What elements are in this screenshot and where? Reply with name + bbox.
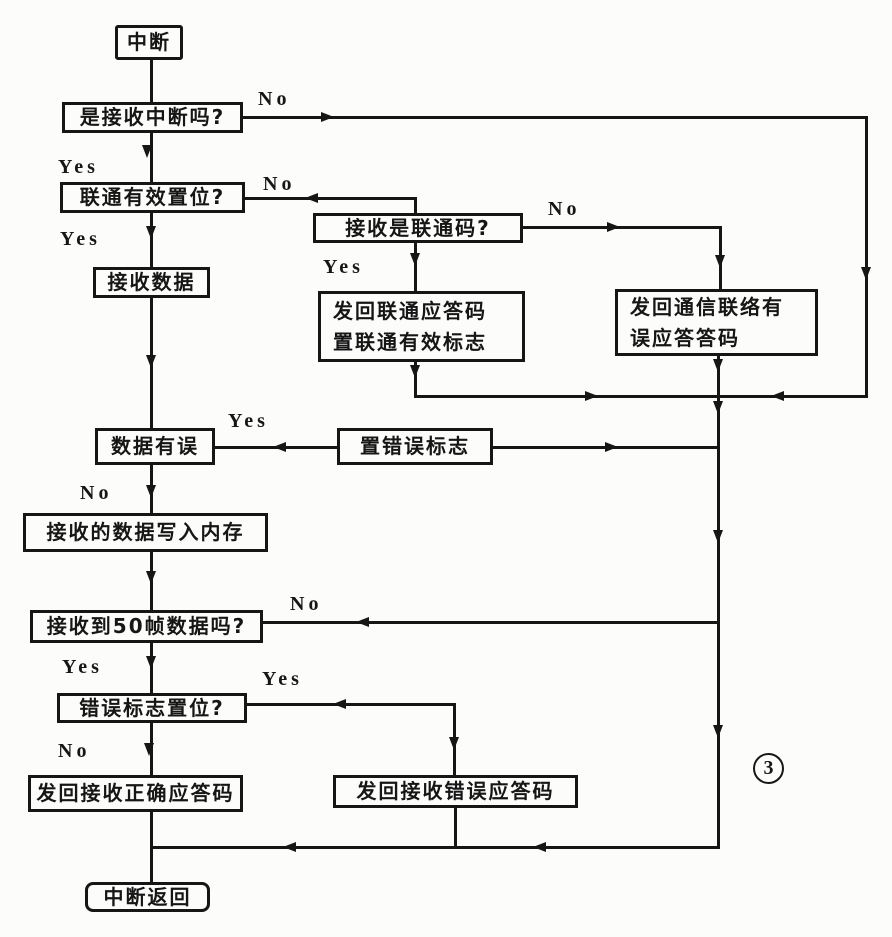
flow-node-error-flag-set: 错误标志置位? xyxy=(57,693,247,723)
edge-label-yes-link-valid-set: Yes xyxy=(60,228,101,250)
edge-error-ack-to-bottom-segment xyxy=(454,807,457,849)
arrowhead-down-icon xyxy=(449,737,459,750)
edge-error-flag-set-yes-segment xyxy=(246,703,456,706)
arrowhead-down-icon xyxy=(146,656,156,669)
edge-label-no-is-receive-interrupt: No xyxy=(258,88,291,110)
flow-node-receive-data: 接收数据 xyxy=(93,267,210,298)
edge-send-link-ack-out-segment xyxy=(414,361,417,398)
flow-node-send-correct-ack-text: 发回接收正确应答码 xyxy=(36,781,235,805)
edge-label-yes-data-has-error: Yes xyxy=(228,410,269,432)
edge-received-50-frames-no-segment xyxy=(262,621,720,624)
flow-node-set-error-flag: 置错误标志 xyxy=(337,428,493,465)
flow-node-is-receive-interrupt: 是接收中断吗? xyxy=(62,102,243,133)
flow-node-data-has-error-text: 数据有误 xyxy=(111,434,199,458)
edge-label-no-error-flag-set: No xyxy=(58,740,91,762)
arrowhead-down-icon xyxy=(713,401,723,414)
arrowhead-right-icon xyxy=(605,442,618,452)
edge-is-link-code-no-segment xyxy=(522,226,722,229)
edge-is-link-code-yes-segment xyxy=(414,242,417,293)
edge-label-yes-error-flag-set: Yes xyxy=(262,668,303,690)
flow-node-write-data-to-memory: 接收的数据写入内存 xyxy=(23,513,268,552)
edge-is-receive-interrupt-no-segment xyxy=(720,395,868,398)
flow-node-interrupt-return-text: 中断返回 xyxy=(103,884,192,909)
flow-node-received-50-frames: 接收到50帧数据吗? xyxy=(30,610,263,643)
edge-label-yes-is-link-code: Yes xyxy=(323,256,364,278)
edge-label-no-link-valid-set: No xyxy=(263,173,296,195)
flow-node-is-link-code: 接收是联通码? xyxy=(313,213,523,243)
arrowhead-left-icon xyxy=(273,442,286,452)
edge-link-valid-set-no-segment xyxy=(244,197,417,200)
edge-link-valid-set-yes-segment xyxy=(150,212,153,269)
edge-link-valid-set-no-segment xyxy=(414,197,417,215)
arrowhead-down-icon xyxy=(410,253,420,266)
flow-node-link-valid-set-text: 联通有效置位? xyxy=(79,185,226,209)
arrowhead-down-icon xyxy=(713,359,723,372)
edge-label-no-received-50-frames: No xyxy=(290,593,323,615)
flow-node-send-error-ack: 发回接收错误应答码 xyxy=(333,775,578,808)
edge-is-receive-interrupt-no-segment xyxy=(242,116,868,119)
circled-ref-number-text: 3 xyxy=(763,757,774,779)
flow-node-send-error-ack-text: 发回接收错误应答码 xyxy=(356,779,555,803)
edge-label-yes-is-receive-interrupt: Yes xyxy=(58,156,99,178)
flow-node-send-comm-error-ack-text: 误应答答码 xyxy=(630,325,740,350)
edge-label-yes-received-50-frames: Yes xyxy=(62,656,103,678)
flow-node-link-valid-set: 联通有效置位? xyxy=(60,182,245,213)
arrowhead-down-icon xyxy=(713,725,723,738)
flow-node-is-receive-interrupt-text: 是接收中断吗? xyxy=(79,105,226,129)
edge-label-no-is-link-code: No xyxy=(548,198,581,220)
arrowhead-down-icon xyxy=(146,226,156,239)
edge-is-receive-interrupt-yes-segment xyxy=(150,132,153,184)
edge-correct-ack-to-return-segment xyxy=(150,811,153,884)
flow-node-received-50-frames-text: 接收到50帧数据吗? xyxy=(46,614,247,638)
flow-node-interrupt-return: 中断返回 xyxy=(85,882,210,912)
arrowhead-left-icon xyxy=(771,391,784,401)
arrowhead-left-icon xyxy=(283,842,296,852)
edge-start-to-is-receive-interrupt-segment xyxy=(150,59,153,104)
edge-right-collector-segment xyxy=(150,846,720,849)
edge-label-no-data-has-error: No xyxy=(80,482,113,504)
arrowhead-right-icon xyxy=(321,112,334,122)
arrowhead-left-icon xyxy=(333,699,346,709)
flow-node-set-error-flag-text: 置错误标志 xyxy=(360,434,470,458)
flow-node-send-comm-error-ack-text: 发回通信联络有 xyxy=(630,294,784,319)
flow-node-receive-data-text: 接收数据 xyxy=(107,270,196,294)
flow-node-send-correct-ack: 发回接收正确应答码 xyxy=(28,775,243,812)
arrowhead-down-icon xyxy=(861,267,871,280)
arrowhead-down-icon xyxy=(715,255,725,268)
arrowhead-left-icon xyxy=(356,617,369,627)
flow-node-send-link-ack-text: 置联通有效标志 xyxy=(333,329,487,354)
arrowhead-down-icon xyxy=(146,485,156,498)
flow-node-is-link-code-text: 接收是联通码? xyxy=(345,215,491,240)
arrowhead-down-icon xyxy=(146,355,156,368)
arrowhead-right-icon xyxy=(607,222,620,232)
flow-node-interrupt-start-text: 中断 xyxy=(127,30,171,54)
arrowhead-left-icon xyxy=(533,842,546,852)
flow-node-write-data-to-memory-text: 接收的数据写入内存 xyxy=(46,520,245,544)
edge-right-collector-segment xyxy=(717,355,720,849)
arrowhead-down-icon xyxy=(713,530,723,543)
flow-node-send-link-ack-text: 发回联通应答码 xyxy=(333,298,487,323)
edge-send-link-ack-out-segment xyxy=(414,395,720,398)
arrowhead-down-icon xyxy=(410,365,420,378)
flow-node-data-has-error: 数据有误 xyxy=(95,428,215,465)
arrowhead-down-icon xyxy=(146,571,156,584)
flow-node-error-flag-set-text: 错误标志置位? xyxy=(79,695,225,720)
circled-ref-number: 3 xyxy=(753,753,784,784)
arrowhead-left-icon xyxy=(305,193,318,203)
flow-node-send-link-ack: 发回联通应答码置联通有效标志 xyxy=(318,291,525,362)
flow-node-send-comm-error-ack: 发回通信联络有误应答答码 xyxy=(615,289,818,356)
arrowhead-down-icon xyxy=(142,145,152,158)
arrowhead-right-icon xyxy=(585,391,598,401)
flow-node-interrupt-start: 中断 xyxy=(115,25,183,60)
arrowhead-down-icon xyxy=(144,743,154,756)
edge-is-receive-interrupt-no-segment xyxy=(865,116,868,398)
